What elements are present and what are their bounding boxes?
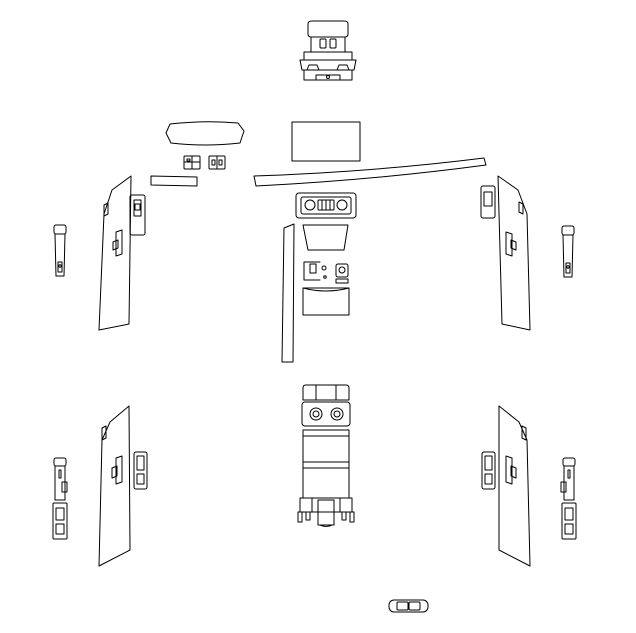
door-handle-rear-left (52, 457, 68, 540)
door-handle-front-left (53, 224, 67, 277)
dash-trim-left (150, 175, 198, 187)
center-console-front (302, 224, 350, 316)
mirror-switch-left (183, 155, 201, 170)
door-panel-front-left (98, 175, 146, 331)
climate-control-panel (295, 192, 357, 219)
dash-trim-center-right (253, 157, 487, 187)
door-panel-front-right (480, 175, 531, 331)
console-side-panel (281, 223, 295, 363)
infotainment-screen (291, 121, 361, 162)
center-console-rear (297, 384, 355, 527)
mirror-switch-right (208, 155, 226, 170)
rear-switch-panel (388, 599, 429, 613)
door-handle-rear-right (560, 457, 577, 540)
door-panel-rear-right (481, 405, 531, 567)
door-panel-rear-left (98, 405, 148, 567)
overhead-console (299, 20, 357, 81)
door-handle-front-right (561, 225, 575, 278)
instrument-cluster-trim (165, 121, 245, 146)
